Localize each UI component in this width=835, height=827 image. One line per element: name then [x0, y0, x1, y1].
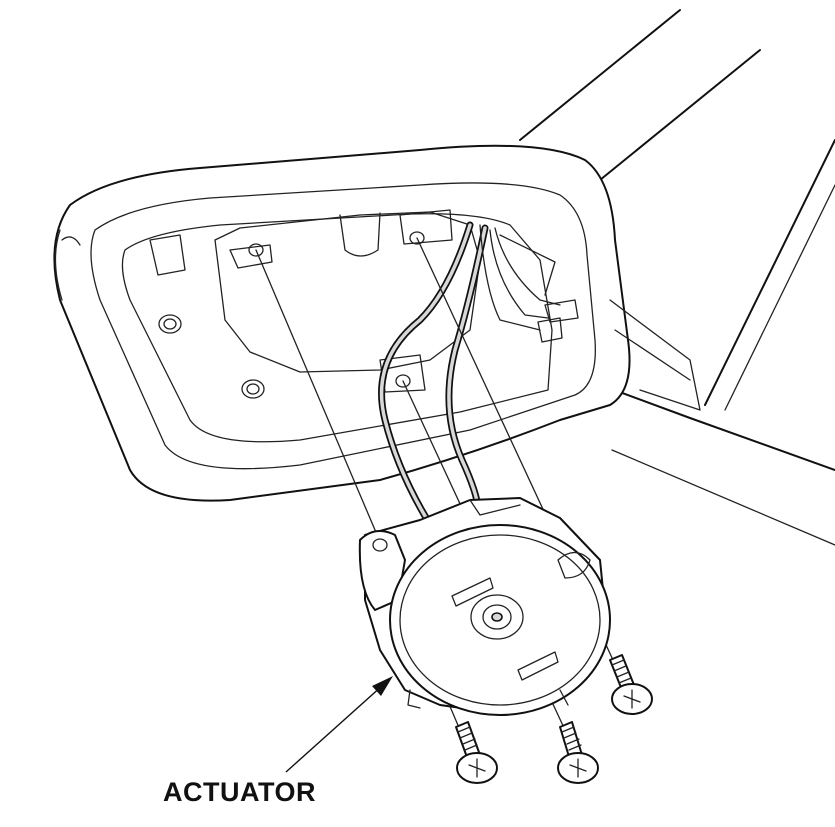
callout-leader-arrow: [285, 676, 393, 773]
mirror-housing: [53, 144, 701, 502]
wire-harness: [378, 221, 561, 544]
screw-left: [455, 721, 498, 784]
actuator-body: [358, 497, 611, 716]
screw-center: [557, 721, 599, 784]
actuator-label: ACTUATOR: [163, 777, 316, 807]
screw-right: [609, 654, 653, 715]
